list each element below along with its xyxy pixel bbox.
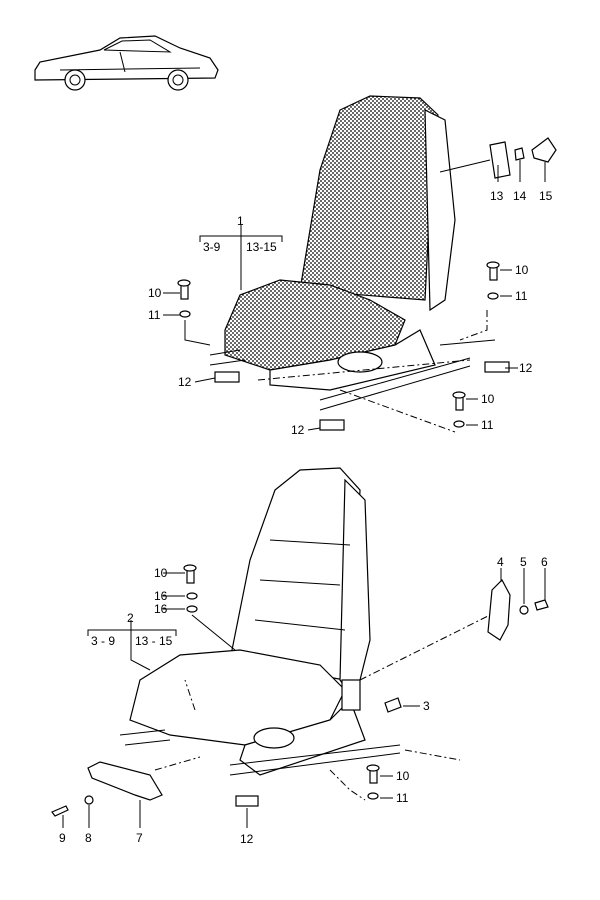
label-11: 11: [148, 308, 161, 322]
label-12: 12: [519, 361, 533, 375]
label-12: 12: [240, 832, 254, 846]
label-10: 10: [154, 566, 168, 580]
label-9: 9: [59, 831, 66, 845]
label-10: 10: [515, 263, 529, 277]
label-12: 12: [178, 375, 192, 389]
range-13-15: 13 - 15: [135, 634, 173, 648]
label-15: 15: [539, 189, 553, 203]
range-3-9: 3-9: [203, 240, 221, 254]
lower-seat-drawing: [51, 467, 549, 828]
label-11: 11: [515, 289, 528, 303]
label-13: 13: [490, 189, 504, 203]
label-11: 11: [481, 418, 494, 432]
label-14: 14: [513, 189, 527, 203]
label-12: 12: [291, 423, 305, 437]
label-16: 16: [154, 589, 168, 603]
label-6: 6: [541, 555, 548, 569]
label-10: 10: [481, 392, 495, 406]
label-11: 11: [396, 791, 409, 805]
label-4: 4: [497, 555, 504, 569]
label-10: 10: [396, 769, 410, 783]
callout-2: 2: [127, 611, 134, 625]
label-8: 8: [85, 831, 92, 845]
label-3: 3: [423, 699, 430, 713]
label-16: 16: [154, 602, 168, 616]
callout-1: 1: [237, 214, 244, 228]
range-13-15: 13-15: [246, 240, 277, 254]
upper-seat-drawing: [163, 95, 557, 433]
car-thumbnail: [34, 35, 219, 91]
label-7: 7: [136, 831, 143, 845]
label-10: 10: [148, 286, 162, 300]
range-3-9: 3 - 9: [91, 634, 115, 648]
label-5: 5: [520, 555, 527, 569]
